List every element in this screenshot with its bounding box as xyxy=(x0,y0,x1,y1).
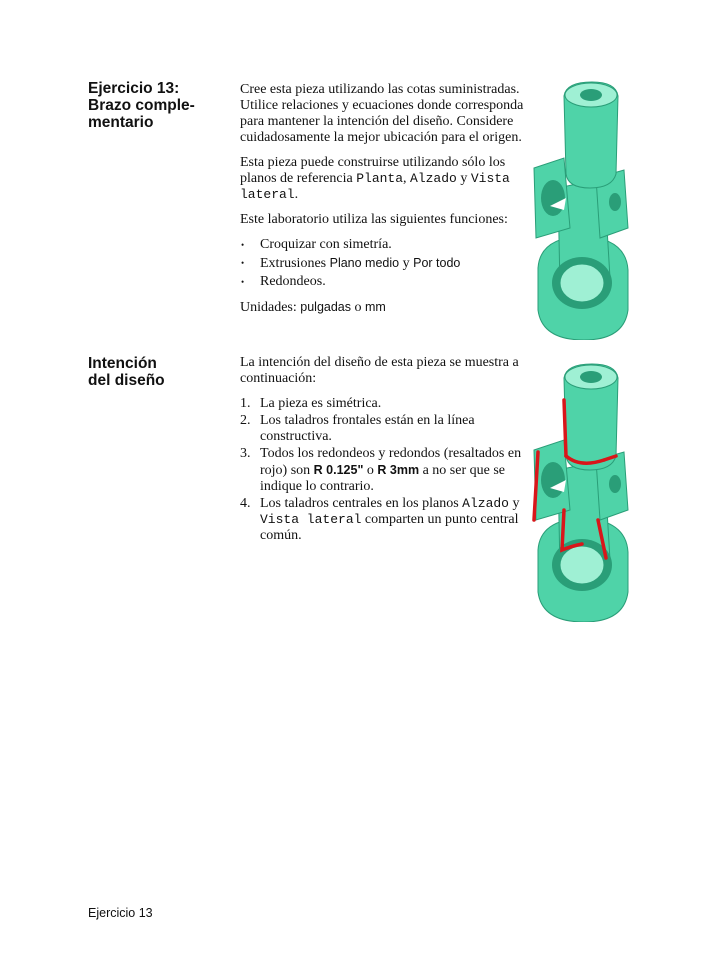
radius-mm: R 3mm xyxy=(377,463,420,477)
item3-mid: o xyxy=(363,463,378,478)
unit-pulgadas: pulgadas xyxy=(300,300,352,314)
units-label: Unidades: xyxy=(240,300,301,315)
design-intent-body: La intención del diseño de esta pieza se… xyxy=(240,355,525,545)
bottom-bore-inner xyxy=(559,263,605,303)
right-hole xyxy=(609,193,621,211)
option-plano-medio: Plano medio xyxy=(329,256,400,270)
right-hole xyxy=(609,475,621,493)
top-hole xyxy=(580,89,602,101)
design-intent-line2: del diseño xyxy=(88,372,165,389)
planes-end: . xyxy=(294,187,299,202)
radius-inch: R 0.125" xyxy=(313,463,364,477)
planes-text: Esta pieza puede construirse utilizando … xyxy=(240,155,506,186)
item-text: Los taladros centrales en los planos xyxy=(260,496,463,511)
fillet-edge xyxy=(602,454,618,462)
intent-list: 1. La pieza es simétrica. 2. Los taladros … xyxy=(240,396,525,544)
planes-paragraph: Esta pieza puede construirse utilizando … xyxy=(240,155,525,203)
fillet-edges xyxy=(532,398,618,560)
bullet2-text: Extrusiones xyxy=(260,256,330,271)
bullet2-mid: y xyxy=(399,256,414,271)
keyway xyxy=(550,198,566,210)
item-number: 2. xyxy=(240,413,251,428)
bottom-bore-inner xyxy=(559,545,605,585)
fillet-edge xyxy=(564,454,606,465)
intent-intro: La intención del diseño de esta pieza se… xyxy=(240,355,519,386)
exercise-title-line1: Ejercicio 13: xyxy=(88,80,180,97)
left-hole xyxy=(541,180,565,216)
keyway xyxy=(550,480,566,492)
list-item: 3. Todos los redondeos y redondos (resalt… xyxy=(240,446,525,495)
functions-paragraph: Este laboratorio utiliza las siguientes … xyxy=(240,212,508,227)
plane-alzado: Alzado xyxy=(462,496,509,511)
item4-mid: y xyxy=(508,496,520,511)
item3-after: a no ser que se indique lo contrario. xyxy=(260,463,505,494)
plane-vista-lateral: Vista lateral xyxy=(260,512,362,527)
design-intent-line1: Intención xyxy=(88,355,157,372)
item-number: 1. xyxy=(240,396,251,411)
design-intent-title: Intención del diseño xyxy=(88,355,218,389)
planes-sep2: y xyxy=(456,171,471,186)
exercise-title: Ejercicio 13: Brazo comple- mentario xyxy=(88,80,218,131)
part-fillets-figure xyxy=(532,363,629,622)
units-paragraph: Unidades: pulgadas o mm xyxy=(240,299,525,316)
item-number: 3. xyxy=(240,446,251,461)
fillet-edge xyxy=(532,450,540,522)
item-number: 4. xyxy=(240,496,251,511)
list-item: 4. Los taladros centrales en los planos A… xyxy=(240,496,525,544)
exercise-title-line2: Brazo comple- xyxy=(88,97,195,114)
plane-alzado: Alzado xyxy=(410,171,457,186)
list-item: 2. Los taladros frontales están en la lín… xyxy=(240,413,525,445)
item-text: Los taladros frontales están en la línea… xyxy=(260,413,475,444)
list-item: Extrusiones Plano medio y Por todo xyxy=(240,255,525,272)
unit-mm: mm xyxy=(365,300,386,314)
option-por-todo: Por todo xyxy=(413,256,461,270)
plane-vista-lateral: Vista lateral xyxy=(240,171,510,202)
fillet-edge xyxy=(560,508,584,553)
planes-sep1: , xyxy=(403,171,411,186)
units-mid: o xyxy=(351,300,366,315)
top-hole xyxy=(580,371,602,383)
fillet-edge xyxy=(562,398,568,458)
instructions-paragraph: Cree esta pieza utilizando las cotas sum… xyxy=(240,82,524,145)
part-figure xyxy=(533,81,629,340)
item4-after: comparten un punto central común. xyxy=(260,512,519,543)
plane-planta: Planta xyxy=(356,171,404,186)
exercise-title-line3: mentario xyxy=(88,114,154,131)
functions-list: Croquizar con simetría. Extrusiones Plan… xyxy=(240,237,525,290)
list-item: Redondeos. xyxy=(240,274,525,290)
page-footer: Ejercicio 13 xyxy=(88,906,153,920)
part-body xyxy=(533,81,629,340)
list-item: 1. La pieza es simétrica. xyxy=(240,396,525,412)
fillet-edge xyxy=(596,518,608,560)
list-item: Croquizar con simetría. xyxy=(240,237,525,253)
exercise-body: Cree esta pieza utilizando las cotas sum… xyxy=(240,82,525,325)
left-hole xyxy=(541,462,565,498)
item-text: La pieza es simétrica. xyxy=(260,396,382,411)
item-text: Todos los redondeos y redondos (resaltad… xyxy=(260,446,522,478)
